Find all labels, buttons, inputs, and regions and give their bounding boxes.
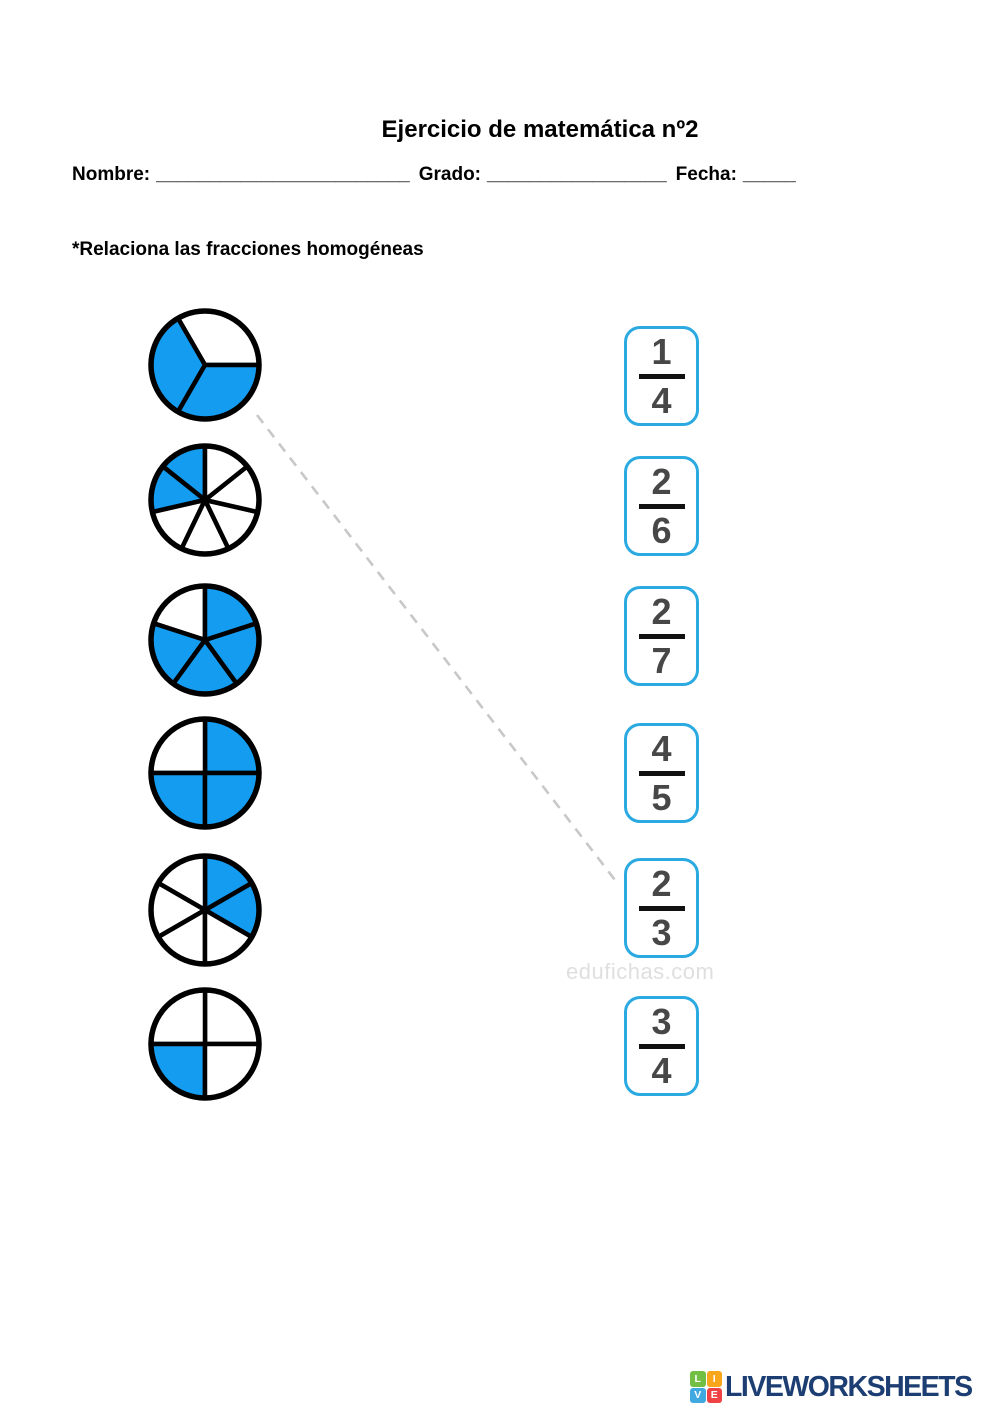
logo-square-i: I <box>706 1371 722 1387</box>
liveworksheets-logo-text: LIVEWORKSHEETS <box>725 1370 973 1403</box>
fraction-denominator: 6 <box>651 509 672 551</box>
fraction-card-1[interactable]: 1 4 <box>624 326 699 426</box>
fraction-numerator: 2 <box>651 460 672 502</box>
fraction-bar <box>638 905 685 911</box>
fraction-circle-3[interactable] <box>145 580 265 700</box>
fraction-bar <box>638 373 685 379</box>
name-label: Nombre: <box>72 164 151 185</box>
fraction-denominator: 4 <box>651 379 672 421</box>
name-blank: ________________________ <box>156 164 410 185</box>
fraction-numerator: 2 <box>651 590 672 632</box>
fraction-circle-svg <box>148 583 262 697</box>
logo-square-e: E <box>706 1387 722 1403</box>
name-grade-date-line: Nombre:________________________ Grado:__… <box>72 164 796 186</box>
fraction-bar <box>638 1043 685 1049</box>
fraction-circle-6[interactable] <box>145 984 265 1104</box>
grade-field: Grado:_________________ <box>419 164 667 186</box>
fraction-card-2[interactable]: 2 6 <box>624 456 699 556</box>
fraction-denominator: 7 <box>651 639 672 681</box>
fraction-circle-svg <box>148 443 262 557</box>
fraction-card-3[interactable]: 2 7 <box>624 586 699 686</box>
page-title: Ejercicio de matemática nº2 <box>381 116 699 143</box>
date-label: Fecha: <box>675 164 737 185</box>
fraction-circle-svg <box>148 853 262 967</box>
liveworksheets-logo: L I V E LIVEWORKSHEETS <box>690 1370 973 1403</box>
fraction-card-6[interactable]: 3 4 <box>624 996 699 1096</box>
fraction-circle-2[interactable] <box>145 440 265 560</box>
fraction-bar <box>638 770 685 776</box>
name-field: Nombre:________________________ <box>72 164 410 186</box>
fraction-denominator: 3 <box>651 911 672 953</box>
fraction-circle-1[interactable] <box>145 305 265 425</box>
fraction-card-4[interactable]: 4 5 <box>624 723 699 823</box>
pie-outline <box>148 987 262 1101</box>
fraction-circle-svg <box>148 716 262 830</box>
fraction-denominator: 5 <box>651 776 672 818</box>
fraction-numerator: 3 <box>651 1000 672 1042</box>
watermark: edufichas.com <box>566 959 715 984</box>
fraction-circle-svg <box>148 987 262 1101</box>
match-line <box>255 414 617 881</box>
fraction-card-5[interactable]: 2 3 <box>624 858 699 958</box>
fraction-circle-4[interactable] <box>145 713 265 833</box>
fraction-denominator: 4 <box>651 1049 672 1091</box>
fraction-circle-svg <box>148 308 262 422</box>
instruction-text: *Relaciona las fracciones homogéneas <box>72 239 424 260</box>
fraction-numerator: 2 <box>651 862 672 904</box>
fraction-numerator: 1 <box>651 330 672 372</box>
fraction-circle-5[interactable] <box>145 850 265 970</box>
fraction-numerator: 4 <box>651 727 672 769</box>
grade-label: Grado: <box>418 164 482 185</box>
date-field: Fecha:_____ <box>676 164 796 186</box>
liveworksheets-logo-icon: L I V E <box>690 1371 722 1403</box>
fraction-bar <box>638 633 685 639</box>
pie-outline <box>148 853 262 967</box>
date-blank: _____ <box>742 164 796 185</box>
pie-outline <box>148 308 262 422</box>
fraction-bar <box>638 503 685 509</box>
logo-square-v: V <box>690 1387 706 1403</box>
logo-square-l: L <box>690 1371 706 1387</box>
grade-blank: _________________ <box>487 164 667 185</box>
